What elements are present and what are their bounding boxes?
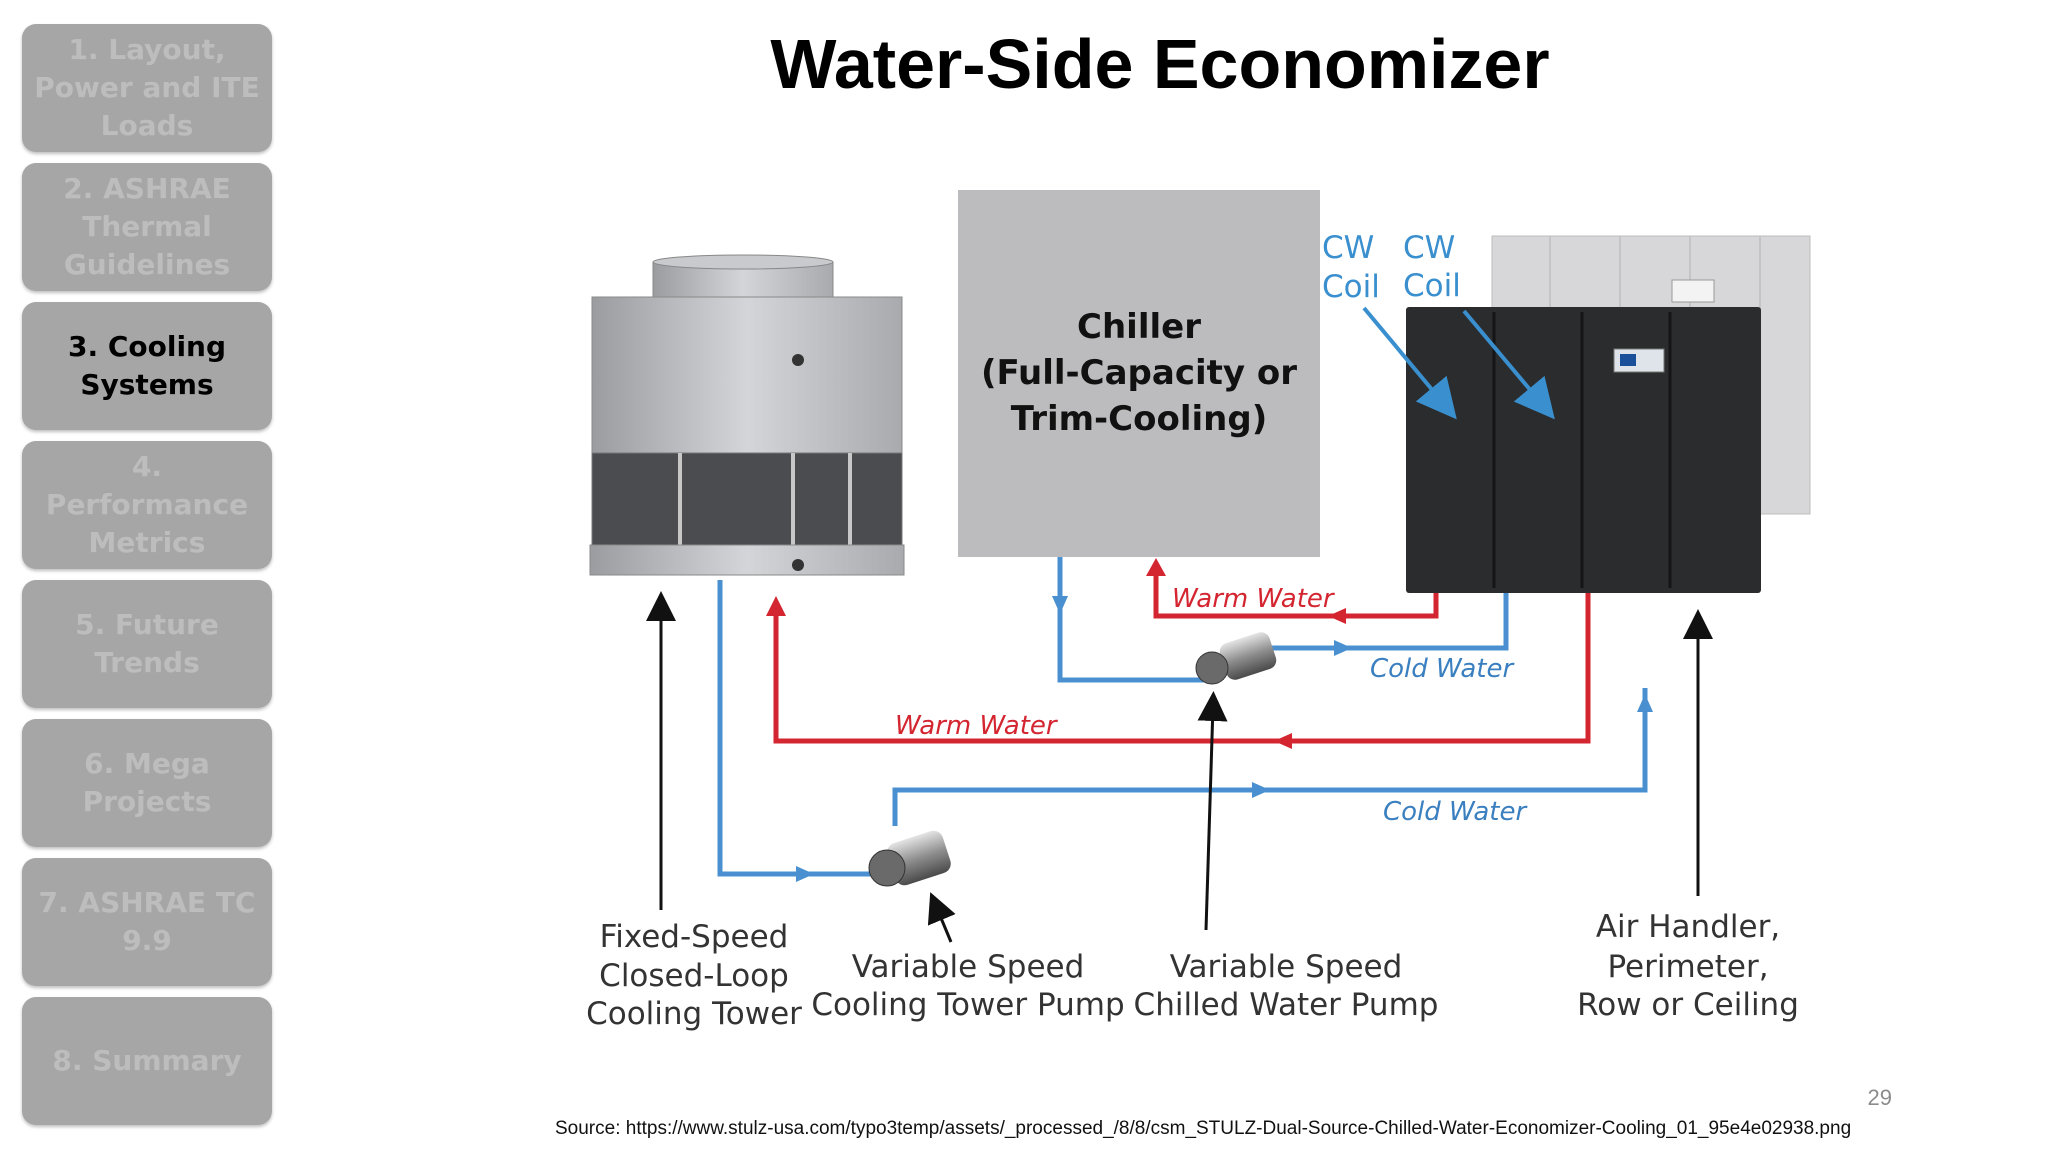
svg-text:Variable Speed: Variable Speed xyxy=(852,949,1085,985)
svg-text:Coil: Coil xyxy=(1403,268,1461,304)
coil-pointer-arrow xyxy=(1362,306,1457,420)
svg-text:Row or Ceiling: Row or Ceiling xyxy=(1577,987,1799,1023)
caption-cooling-tower: Fixed-Speed Closed-Loop Cooling Tower xyxy=(586,919,802,1032)
warm-water-label: Warm Water xyxy=(1172,584,1336,614)
slide-title: Water-Side Economizer xyxy=(770,25,1550,103)
nav-item-summary[interactable]: 8. Summary xyxy=(22,997,272,1125)
coil-pointer-arrow xyxy=(1462,309,1555,420)
cold-water-label: Cold Water xyxy=(1370,654,1515,684)
nav-item-ashrae-thermal[interactable]: 2. ASHRAE Thermal Guidelines xyxy=(22,163,272,291)
svg-text:Trim-Cooling): Trim-Cooling) xyxy=(1011,399,1267,439)
svg-text:CW: CW xyxy=(1322,230,1374,266)
caption-air-handler: Air Handler, Perimeter, Row or Ceiling xyxy=(1577,909,1799,1023)
cw-coil-label-1: CW Coil xyxy=(1322,230,1380,305)
warm-water-pipes xyxy=(773,565,1591,744)
nav-item-ashrae-tc[interactable]: 7. ASHRAE TC 9.9 xyxy=(22,858,272,986)
cooling-tower-pump xyxy=(868,830,951,887)
source-citation: Source: https://www.stulz-usa.com/typo3t… xyxy=(555,1118,1852,1139)
svg-text:Air Handler,: Air Handler, xyxy=(1596,909,1780,945)
svg-text:CW: CW xyxy=(1403,230,1455,266)
svg-text:Perimeter,: Perimeter, xyxy=(1607,949,1768,985)
svg-text:Closed-Loop: Closed-Loop xyxy=(599,958,789,994)
svg-text:Cooling Tower: Cooling Tower xyxy=(586,996,802,1032)
warm-water-label: Warm Water xyxy=(895,711,1059,741)
nav-item-mega-projects[interactable]: 6. Mega Projects xyxy=(22,719,272,847)
cooling-tower xyxy=(589,254,905,576)
svg-text:(Full-Capacity or: (Full-Capacity or xyxy=(981,353,1297,393)
cw-coil-label-2: CW Coil xyxy=(1403,230,1461,304)
cold-water-label: Cold Water xyxy=(1383,797,1528,827)
tower-pump-pointer-arrow xyxy=(927,892,956,943)
chiller-box: Chiller (Full-Capacity or Trim-Cooling) xyxy=(958,190,1320,557)
cold-flow-arrows xyxy=(796,596,1653,882)
nav-item-performance-metrics[interactable]: 4. Performance Metrics xyxy=(22,441,272,569)
caption-tower-pump: Variable Speed Cooling Tower Pump xyxy=(811,949,1124,1023)
svg-text:Fixed-Speed: Fixed-Speed xyxy=(600,919,789,955)
nav-item-layout[interactable]: 1. Layout, Power and ITE Loads xyxy=(22,24,272,152)
warm-flow-arrows xyxy=(766,558,1346,749)
chilled-water-pump xyxy=(1195,632,1277,685)
air-handler-unit xyxy=(1406,235,1811,593)
svg-text:Variable Speed: Variable Speed xyxy=(1170,949,1403,985)
caption-chw-pump: Variable Speed Chilled Water Pump xyxy=(1134,949,1439,1023)
page-number: 29 xyxy=(1867,1085,1892,1110)
svg-text:Coil: Coil xyxy=(1322,269,1380,305)
nav-item-cooling-systems[interactable]: 3. Cooling Systems xyxy=(22,302,272,430)
chw-pump-pointer-arrow xyxy=(1197,691,1228,931)
svg-text:Chilled Water Pump: Chilled Water Pump xyxy=(1134,987,1439,1023)
nav-item-future-trends[interactable]: 5. Future Trends xyxy=(22,580,272,708)
svg-text:Chiller: Chiller xyxy=(1077,307,1201,347)
svg-text:Cooling Tower Pump: Cooling Tower Pump xyxy=(811,987,1124,1023)
